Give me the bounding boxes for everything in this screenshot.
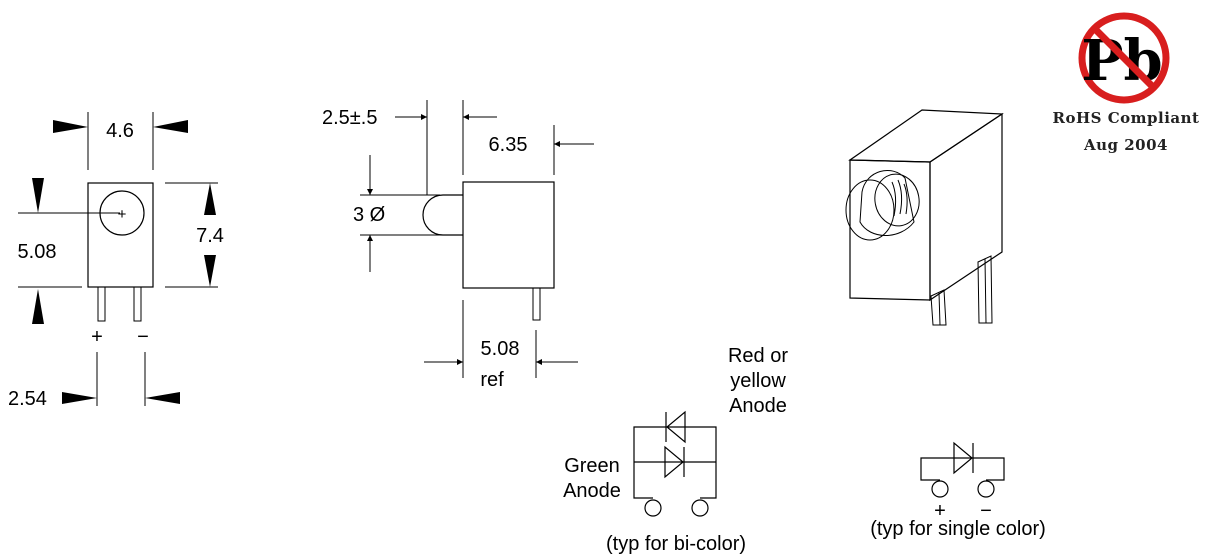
dim-width-arrow-right [153,120,188,133]
bicolor-terminal-left [644,499,662,517]
single-wire-loop [920,457,1005,481]
side-view: 2.5±.5 6.35 3 Ø 5.08 ref [322,100,594,391]
bicolor-schematic: Red or yellow Anode Green Anode (typ for… [563,345,788,555]
dim-pitch-arrow-left [62,392,97,404]
dim-pinoffset-note: ref [480,369,504,391]
bicolor-diode-bottom-icon [664,445,684,479]
single-schematic: + − (typ for single color) [870,441,1046,540]
dim-width-arrow-left [53,120,88,133]
dim-diameter-label: 3 Ø [353,204,385,226]
rohs-line1: RoHS Compliant [1053,109,1200,127]
single-terminal-minus [977,480,995,498]
iso-pin-back-edge [984,258,987,324]
dim-center-label: 5.08 [18,241,57,263]
single-terminal-plus [931,480,949,498]
bicolor-caption: (typ for bi-color) [606,533,746,555]
single-diode-icon [953,441,973,475]
dim-height-arrow-top [204,183,216,215]
front-pin-minus-label: − [137,326,149,348]
label-green-line1: Green [564,455,620,477]
side-body-outline [462,181,555,289]
iso-top-face [848,109,1004,163]
iso-pin-front-edge [938,292,941,326]
single-pin-minus-label: − [980,500,992,522]
dim-pitch-label: 2.54 [8,388,47,410]
dim-protrusion-label: 2.5±.5 [322,107,377,129]
dim-depth-label: 6.35 [489,134,528,156]
rohs-strike-line [1091,25,1157,91]
front-pin-plus-label: + [91,326,103,348]
front-pin-plus [97,286,106,322]
rohs-mark: Pb RoHS Compliant Aug 2004 [1053,12,1200,154]
iso-lens-cylinder [874,173,920,227]
rohs-no-lead-circle [1078,12,1170,104]
iso-lens-face [845,179,895,241]
iso-lens-side [859,170,915,236]
iso-pin-front [930,289,947,326]
bicolor-terminal-right [691,499,709,517]
iso-lens-ribs [891,179,908,217]
single-pin-plus-label: + [934,500,946,522]
dim-height-arrow-bottom [204,255,216,287]
front-body-outline [87,182,154,288]
label-green-line2: Anode [563,480,621,502]
side-pin [532,287,541,321]
dim-pitch-arrow-right [145,392,180,404]
bicolor-wire-loop [633,426,717,499]
dim-pinoffset-value: 5.08 [481,338,520,360]
isometric-view [845,109,1004,326]
dim-center-arrow-top [32,178,44,213]
lens-center-mark: + [118,206,127,223]
label-red-line1: Red or [728,345,788,367]
rohs-line2: Aug 2004 [1083,136,1168,154]
iso-pin-back [977,255,993,324]
dim-width-label: 4.6 [106,120,134,142]
dim-height-label: 7.4 [196,225,224,247]
bicolor-diode-top-icon [666,410,686,444]
iso-front-face [849,159,931,301]
label-red-line3: Anode [729,395,787,417]
dim-center-arrow-bottom [32,289,44,324]
label-red-line2: yellow [730,370,786,392]
front-pin-minus [133,286,142,322]
single-caption: (typ for single color) [870,518,1046,540]
front-view: + + − 4.6 7.4 5.08 2.54 [8,112,224,410]
side-lens-dome [422,194,463,236]
